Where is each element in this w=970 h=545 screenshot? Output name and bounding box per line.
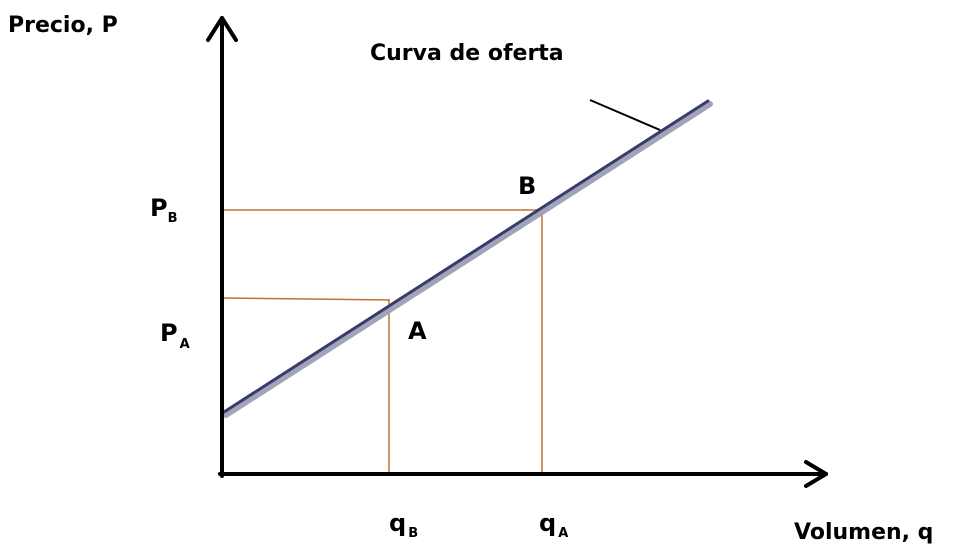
guide-pa-horizontal xyxy=(221,297,391,301)
x-axis-label: Volumen, q xyxy=(794,520,933,545)
quantity-qb-symbol: q xyxy=(389,509,406,537)
supply-curve-label: Curva de oferta xyxy=(370,41,564,66)
point-a-label: A xyxy=(408,317,427,345)
guide-lines xyxy=(221,209,543,474)
point-b-label: B xyxy=(518,172,536,200)
supply-curve-shadow xyxy=(223,101,713,418)
axes xyxy=(206,16,828,488)
y-axis-arrow xyxy=(206,16,238,42)
supply-curve-line xyxy=(222,99,710,414)
x-axis-arrow xyxy=(804,460,828,488)
quantity-qa-subscript: A xyxy=(558,526,568,541)
price-pb-label: PB xyxy=(150,194,178,226)
supply-curve xyxy=(222,99,713,418)
y-axis-label: Precio, P xyxy=(8,13,118,38)
curve-label-leader-line xyxy=(589,99,661,131)
price-pb-subscript: B xyxy=(168,211,178,226)
quantity-qa-symbol: q xyxy=(539,509,556,537)
quantity-qb-subscript: B xyxy=(408,526,418,541)
price-pa-symbol: P xyxy=(160,319,178,347)
price-pb-symbol: P xyxy=(150,194,168,222)
price-pa-subscript: A xyxy=(180,337,190,352)
